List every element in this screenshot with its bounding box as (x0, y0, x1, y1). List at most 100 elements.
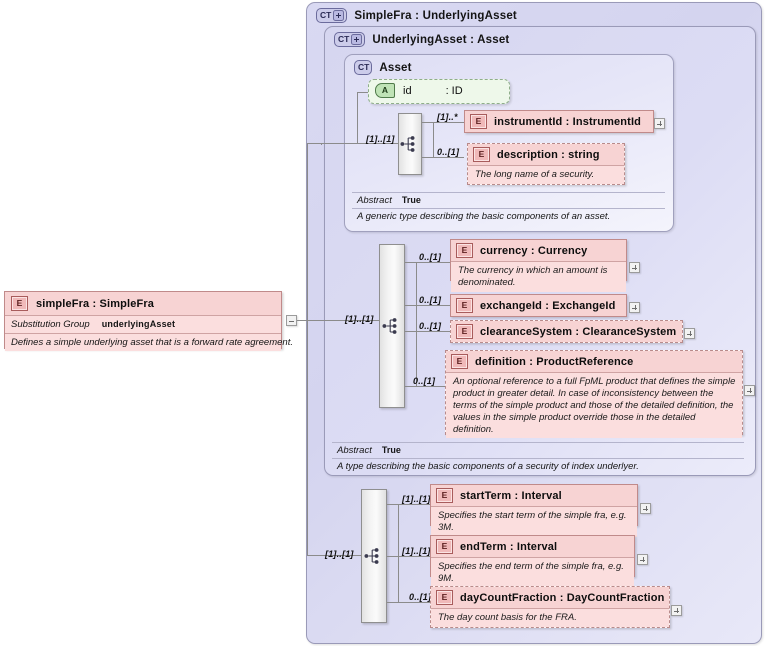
cardinality-daycountfraction: 0..[1] (409, 592, 432, 602)
plus-expander-startterm[interactable] (640, 503, 651, 514)
sequence-icon (400, 136, 415, 152)
cardinality-startterm: [1]..[1] (402, 494, 431, 504)
daycountfraction-annotation: The day count basis for the FRA. (431, 608, 669, 627)
element-node-currency[interactable]: E currency : Currency The currency in wh… (450, 239, 627, 292)
complextype-expand-icon[interactable]: CT (316, 8, 348, 23)
element-icon: E (473, 147, 490, 162)
cardinality-exchangeid: 0..[1] (419, 295, 442, 305)
underlyingasset-abstract-row: Abstract True (332, 442, 744, 458)
underlying-child2-line (405, 305, 450, 306)
underlyingasset-annotation: A type describing the basic components o… (332, 458, 744, 474)
complextype-icon[interactable]: CT (354, 60, 373, 75)
element-icon: E (436, 590, 453, 605)
root-element-header: E simpleFra : SimpleFra (5, 292, 281, 315)
container-header-underlyingasset: CT UnderlyingAsset : Asset (334, 32, 509, 47)
definition-annotation: An optional reference to a full FpML pro… (446, 372, 742, 439)
attribute-icon: A (375, 83, 395, 98)
sequence-compositor-underlyingasset[interactable] (379, 244, 405, 408)
simplefra-child3-line (387, 602, 430, 603)
cardinality-underlyingasset-sequence: [1]..[1] (345, 314, 374, 324)
element-node-endterm[interactable]: E endTerm : Interval Specifies the end t… (430, 535, 635, 588)
underlying-child1-line (405, 262, 450, 263)
branch-underlying-horizontal (307, 320, 335, 321)
substitution-group-row: Substitution Group underlyingAsset (5, 315, 281, 333)
complextype-icon-text: CT (358, 62, 370, 72)
underlying-child3-line (405, 331, 450, 332)
underlying-children-spine (416, 262, 417, 386)
startterm-header: E startTerm : Interval (431, 485, 637, 506)
root-element-annotation: Defines a simple underlying asset that i… (5, 333, 293, 351)
element-node-startterm[interactable]: E startTerm : Interval Specifies the sta… (430, 484, 638, 537)
attribute-id-type: : ID (445, 84, 463, 97)
element-icon: E (451, 354, 468, 369)
element-node-daycountfraction[interactable]: E dayCountFraction : DayCountFraction Th… (430, 586, 670, 628)
element-icon: E (436, 488, 453, 503)
asset-abstract-value: True (401, 195, 421, 205)
daycountfraction-header: E dayCountFraction : DayCountFraction (431, 587, 669, 608)
currency-header: E currency : Currency (451, 240, 626, 261)
complextype-expand-icon[interactable]: CT (334, 32, 366, 47)
container-title: Asset (379, 61, 412, 74)
simplefra-child2-line (387, 556, 430, 557)
underlyingasset-abstract-value: True (381, 445, 401, 455)
clearancesystem-label: clearanceSystem : ClearanceSystem (480, 325, 677, 338)
cardinality-asset-sequence: [1]..[1] (366, 134, 395, 144)
underlying-child4-line (405, 386, 445, 387)
element-node-exchangeid[interactable]: E exchangeId : ExchangeId (450, 294, 627, 317)
definition-label: definition : ProductReference (475, 355, 634, 368)
asset-annotation: A generic type describing the basic comp… (352, 208, 665, 224)
branch-simplefra-horizontal (307, 555, 329, 556)
complextype-icon-text: CT (320, 10, 332, 20)
exchangeid-header: E exchangeId : ExchangeId (451, 295, 626, 316)
sequence-compositor-asset[interactable] (398, 113, 422, 175)
container-header-simplefra: CT SimpleFra : UnderlyingAsset (316, 8, 517, 23)
description-header: E description : string (468, 144, 624, 165)
attribute-id-header: A id : ID (369, 80, 509, 101)
currency-label: currency : Currency (480, 244, 588, 257)
plus-expander-clearancesystem[interactable] (684, 328, 695, 339)
cardinality-endterm: [1]..[1] (402, 546, 431, 556)
plus-glyph (333, 10, 345, 21)
asset-child2-line (422, 157, 464, 158)
minus-expander-root[interactable] (286, 315, 297, 326)
spine-main (307, 143, 308, 555)
plus-expander-endterm[interactable] (637, 554, 648, 565)
branch-underlying-to-compositor (335, 320, 379, 321)
cardinality-description: 0..[1] (437, 147, 460, 157)
currency-annotation: The currency in which an amount is denom… (451, 261, 626, 292)
plus-expander-instrumentid[interactable] (654, 118, 665, 129)
endterm-label: endTerm : Interval (460, 540, 558, 553)
asset-child1-line (422, 122, 464, 123)
sequence-compositor-simplefra[interactable] (361, 489, 387, 623)
attribute-id-name: id (403, 84, 412, 97)
plus-expander-definition[interactable] (744, 385, 755, 396)
element-icon: E (436, 539, 453, 554)
instrumentid-header: E instrumentId : InstrumentId (465, 111, 653, 132)
asset-children-spine (433, 122, 434, 157)
branch-asset-horizontal (321, 143, 339, 144)
startterm-annotation: Specifies the start term of the simple f… (431, 506, 637, 537)
asset-abstract-row: Abstract True (352, 192, 665, 208)
underlyingasset-abstract-key: Abstract (337, 445, 372, 456)
plus-expander-currency[interactable] (629, 262, 640, 273)
element-node-clearancesystem[interactable]: E clearanceSystem : ClearanceSystem (450, 320, 683, 343)
clearancesystem-header: E clearanceSystem : ClearanceSystem (451, 321, 682, 342)
plus-expander-exchangeid[interactable] (629, 302, 640, 313)
plus-expander-daycountfraction[interactable] (671, 605, 682, 616)
element-icon: E (456, 243, 473, 258)
simplefra-child1-line (387, 504, 430, 505)
element-node-instrumentid[interactable]: E instrumentId : InstrumentId (464, 110, 654, 133)
element-icon: E (456, 324, 473, 339)
spine-branch-asset (307, 143, 321, 144)
endterm-annotation: Specifies the end term of the simple fra… (431, 557, 634, 588)
attribute-node-id[interactable]: A id : ID (368, 79, 510, 104)
underlyingasset-footer: Abstract True A type describing the basi… (332, 442, 744, 474)
substitution-group-value: underlyingAsset (101, 319, 176, 329)
root-element-simplefra[interactable]: E simpleFra : SimpleFra Substitution Gro… (4, 291, 293, 351)
element-node-definition[interactable]: E definition : ProductReference An optio… (445, 350, 743, 439)
element-icon: E (456, 298, 473, 313)
element-node-description[interactable]: E description : string The long name of … (467, 143, 625, 185)
root-element-label: simpleFra : SimpleFra (36, 297, 155, 310)
substitution-group-key: Substitution Group (11, 319, 90, 330)
description-annotation: The long name of a security. (468, 165, 624, 184)
